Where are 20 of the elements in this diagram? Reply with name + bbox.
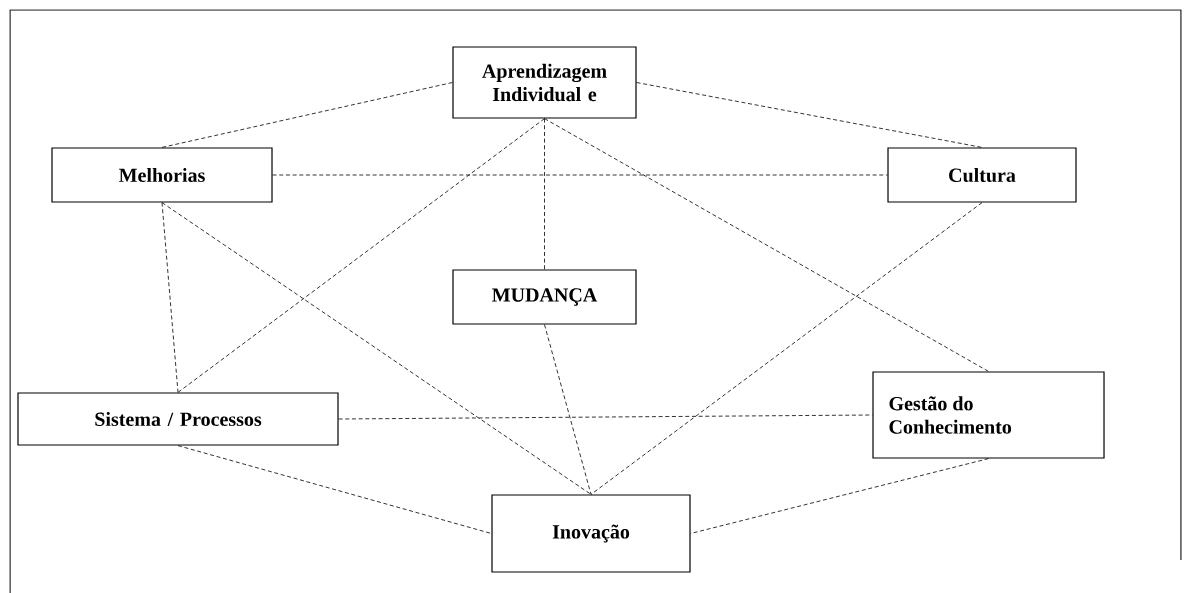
text-box: MUDANÇA (452, 269, 637, 325)
connector-line (544, 118, 989, 372)
text-box: Cultura (887, 147, 1077, 203)
text-box: Gestão do Conhecimento (872, 371, 1105, 459)
text-box: Inovação (491, 494, 691, 573)
connector-line (636, 82, 983, 148)
text-box: Sistema / Processos (17, 392, 339, 446)
connector-line (272, 174, 888, 176)
connector-line (690, 458, 989, 534)
connector-line (338, 414, 873, 420)
text-box: Aprendizagem Individual e (452, 46, 637, 119)
text-box: Melhorias (51, 147, 273, 203)
connector-line (177, 118, 545, 393)
connector-line (161, 202, 592, 495)
connector-line (544, 324, 592, 495)
connector-line (544, 118, 545, 270)
connector-line (590, 202, 983, 495)
connector-line (177, 445, 492, 534)
connector-line (161, 202, 179, 393)
connector-line (161, 82, 453, 148)
